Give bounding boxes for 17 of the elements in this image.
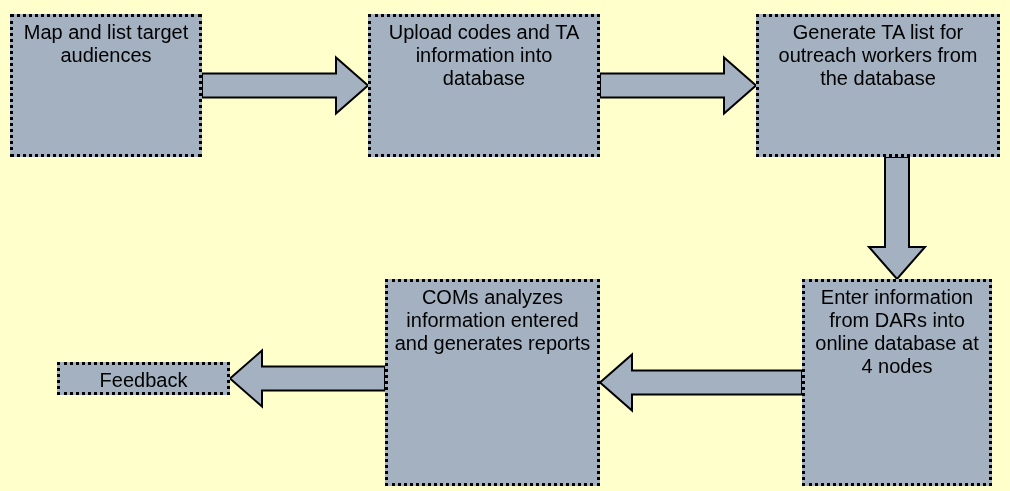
block-arrow <box>866 156 928 281</box>
process-box <box>368 14 600 157</box>
process-box <box>385 279 600 486</box>
block-arrow <box>228 348 386 409</box>
process-text: Generate TA list for outreach workers from the database <box>777 21 979 90</box>
process-text: Feedback <box>98 369 189 392</box>
block-arrow <box>598 352 803 413</box>
process-box <box>802 279 992 486</box>
process-text: Enter information from DARs into online database at 4 nodes <box>814 286 980 378</box>
process-text: COMs analyzes information entered and generates reports <box>394 286 591 355</box>
block-arrow <box>201 55 370 116</box>
process-text: Map and list target audiences <box>22 21 190 67</box>
process-box <box>10 14 202 157</box>
process-box <box>57 362 230 395</box>
process-text: Upload codes and TA information into database <box>387 21 581 90</box>
process-box <box>756 14 1000 157</box>
block-arrow <box>599 55 758 116</box>
